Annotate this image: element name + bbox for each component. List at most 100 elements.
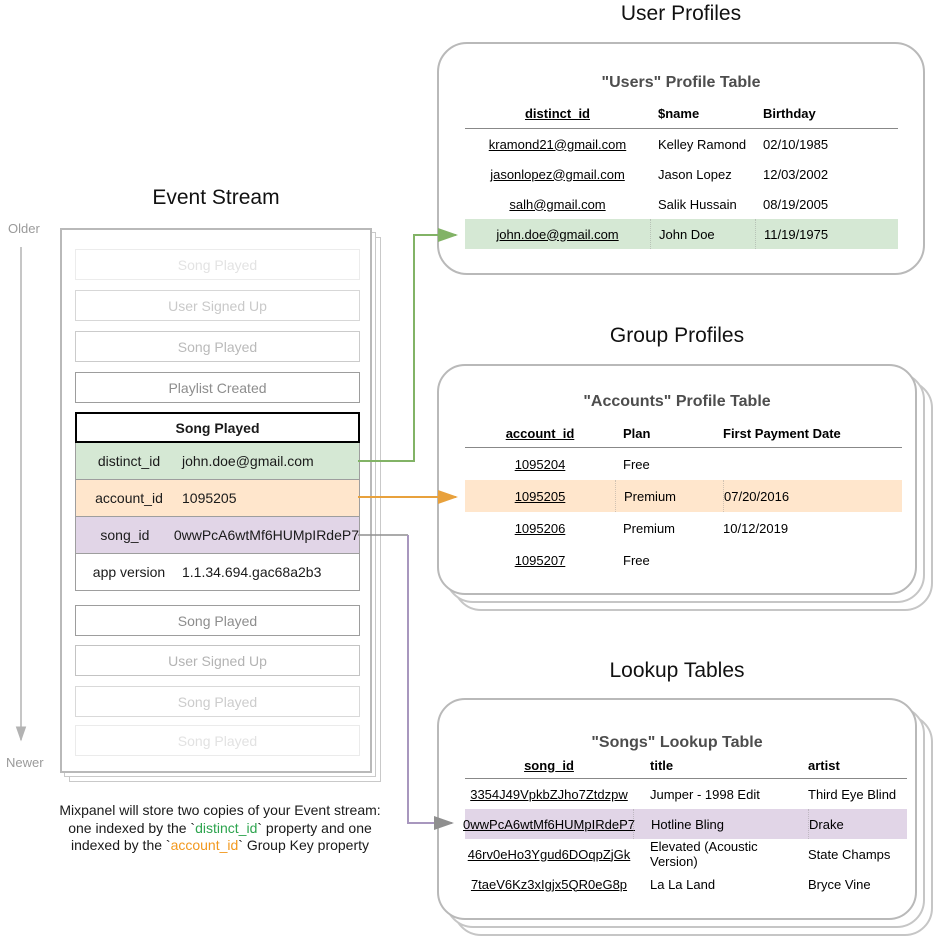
table-cell: Kelley Ramond <box>658 136 747 152</box>
accounts-table: account_id Plan First Payment Date 10952… <box>465 419 902 576</box>
caption-text: indexed by the ` <box>70 837 171 853</box>
column-header: song_id <box>524 757 574 773</box>
table-cell-id: kramond21@gmail.com <box>488 136 627 152</box>
event-box: Song Played <box>75 249 360 280</box>
expanded-event-card: Song Played distinct_id john.doe@gmail.c… <box>75 412 360 591</box>
caption-text: ` property and one <box>257 819 372 836</box>
table-row: kramond21@gmail.com Kelley Ramond 02/10/… <box>465 129 898 159</box>
table-row: 46rv0eHo3Ygud6DOqpZjGk Elevated (Acousti… <box>465 839 907 869</box>
event-box: User Signed Up <box>75 290 360 321</box>
caption-text: ` Group Key property <box>238 837 370 853</box>
table-cell-id: 1095205 <box>514 488 566 504</box>
table-cell: Jumper - 1998 Edit <box>650 786 760 802</box>
column-header: Plan <box>623 425 651 441</box>
table-cell: Free <box>623 456 650 472</box>
column-header: First Payment Date <box>723 425 841 441</box>
table-cell: Jason Lopez <box>658 166 732 182</box>
caption-line-2: one indexed by the `distinct_id` propert… <box>40 820 400 838</box>
event-property-app-version: app version 1.1.34.694.gac68a2b3 <box>75 554 360 591</box>
event-box: Song Played <box>75 331 360 362</box>
group-profiles-heading: Group Profiles <box>609 324 745 347</box>
table-cell-id: 7taeV6Kz3xIgjx5QR0eG8p <box>470 876 628 892</box>
table-cell-id: 1095206 <box>514 520 566 536</box>
table-cell: Drake <box>808 809 907 839</box>
lookup-tables-heading: Lookup Tables <box>609 659 745 682</box>
table-cell: Bryce Vine <box>808 876 871 892</box>
event-box: User Signed Up <box>75 645 360 676</box>
accounts-profile-panel: "Accounts" Profile Table <box>437 364 917 595</box>
event-property-song-id: song_id 0wwPcA6wtMf6HUMpIRdeP7 <box>75 517 360 554</box>
table-cell: 02/10/1985 <box>763 136 829 152</box>
column-header: $name <box>658 106 700 121</box>
table-row: salh@gmail.com Salik Hussain 08/19/2005 <box>465 189 898 219</box>
table-cell: John Doe <box>650 219 755 249</box>
property-key: song_id <box>100 527 150 543</box>
older-label: Older <box>8 221 40 236</box>
accounts-table-header: account_id Plan First Payment Date <box>465 419 902 447</box>
event-box: Song Played <box>75 725 360 756</box>
table-row: 1095204 Free <box>465 448 902 480</box>
event-box: Song Played <box>75 686 360 717</box>
property-value: 1.1.34.694.gac68a2b3 <box>182 564 322 580</box>
user-profiles-heading: User Profiles <box>620 2 742 25</box>
table-row-highlighted: 1095205 Premium 07/20/2016 <box>465 480 902 512</box>
header-rule <box>465 128 898 129</box>
caption-account-id: account_id <box>170 837 239 853</box>
table-cell: Premium <box>623 520 676 536</box>
table-row: jasonlopez@gmail.com Jason Lopez 12/03/2… <box>465 159 898 189</box>
event-property-distinct-id: distinct_id john.doe@gmail.com <box>75 443 360 480</box>
table-row: 7taeV6Kz3xIgjx5QR0eG8p La La Land Bryce … <box>465 869 907 899</box>
event-box: Playlist Created <box>75 372 360 403</box>
newer-label: Newer <box>6 755 44 770</box>
songs-table-title: "Songs" Lookup Table <box>591 734 763 751</box>
expanded-event-title: Song Played <box>75 412 360 443</box>
table-cell: 12/03/2002 <box>763 166 829 182</box>
table-cell: State Champs <box>808 846 891 862</box>
table-cell: 07/20/2016 <box>723 480 902 512</box>
caption-text: one indexed by the ` <box>68 819 196 836</box>
table-row: 1095206 Premium 10/12/2019 <box>465 512 902 544</box>
songs-table: song_id title artist 3354J49VpkbZJho7Ztd… <box>463 752 907 899</box>
column-header: Birthday <box>763 106 816 121</box>
table-cell <box>723 544 902 576</box>
table-cell-id: 0wwPcA6wtMf6HUMpIRdeP7 <box>463 816 635 832</box>
table-cell: Third Eye Blind <box>808 786 897 802</box>
property-key: account_id <box>95 490 163 506</box>
property-value: john.doe@gmail.com <box>182 453 314 469</box>
table-cell-id: 46rv0eHo3Ygud6DOqpZjGk <box>467 846 631 862</box>
table-cell-id: john.doe@gmail.com <box>496 226 619 242</box>
table-cell-id: jasonlopez@gmail.com <box>490 166 625 182</box>
caption-distinct-id: distinct_id <box>195 819 258 836</box>
column-header: distinct_id <box>524 106 590 121</box>
property-key: distinct_id <box>97 453 161 469</box>
header-rule <box>465 447 902 448</box>
table-cell: Hotline Bling <box>633 809 808 839</box>
songs-table-header: song_id title artist <box>465 752 907 778</box>
property-value: 1095205 <box>182 490 237 506</box>
column-header: account_id <box>505 425 575 441</box>
event-box: Song Played <box>75 605 360 636</box>
table-row-highlighted: john.doe@gmail.com John Doe 11/19/1975 <box>465 219 898 249</box>
table-cell <box>723 448 902 480</box>
table-row-highlighted: 0wwPcA6wtMf6HUMpIRdeP7 Hotline Bling Dra… <box>463 809 907 839</box>
table-cell: La La Land <box>650 876 716 892</box>
property-value: 0wwPcA6wtMf6HUMpIRdeP7 <box>173 527 359 543</box>
event-stream-container: Song Played User Signed Up Song Played P… <box>60 228 372 773</box>
table-cell: 11/19/1975 <box>755 219 898 249</box>
table-cell-id: 1095207 <box>514 552 566 568</box>
header-rule <box>465 778 907 779</box>
caption: Mixpanel will store two copies of your E… <box>40 802 400 855</box>
table-cell: 08/19/2005 <box>763 196 829 212</box>
caption-line-1: Mixpanel will store two copies of your E… <box>59 802 381 818</box>
table-cell: Free <box>623 552 650 568</box>
accounts-table-title: "Accounts" Profile Table <box>583 393 771 410</box>
table-cell: Elevated (Acoustic Version) <box>650 839 758 869</box>
users-table-header: distinct_id $name Birthday <box>465 99 898 128</box>
table-cell-id: 1095204 <box>514 456 566 472</box>
column-header: artist <box>808 757 840 773</box>
table-cell: 10/12/2019 <box>723 520 789 536</box>
table-cell: Premium <box>615 480 723 512</box>
table-row: 3354J49VpkbZJho7Ztdzpw Jumper - 1998 Edi… <box>465 779 907 809</box>
column-header: title <box>650 757 674 773</box>
